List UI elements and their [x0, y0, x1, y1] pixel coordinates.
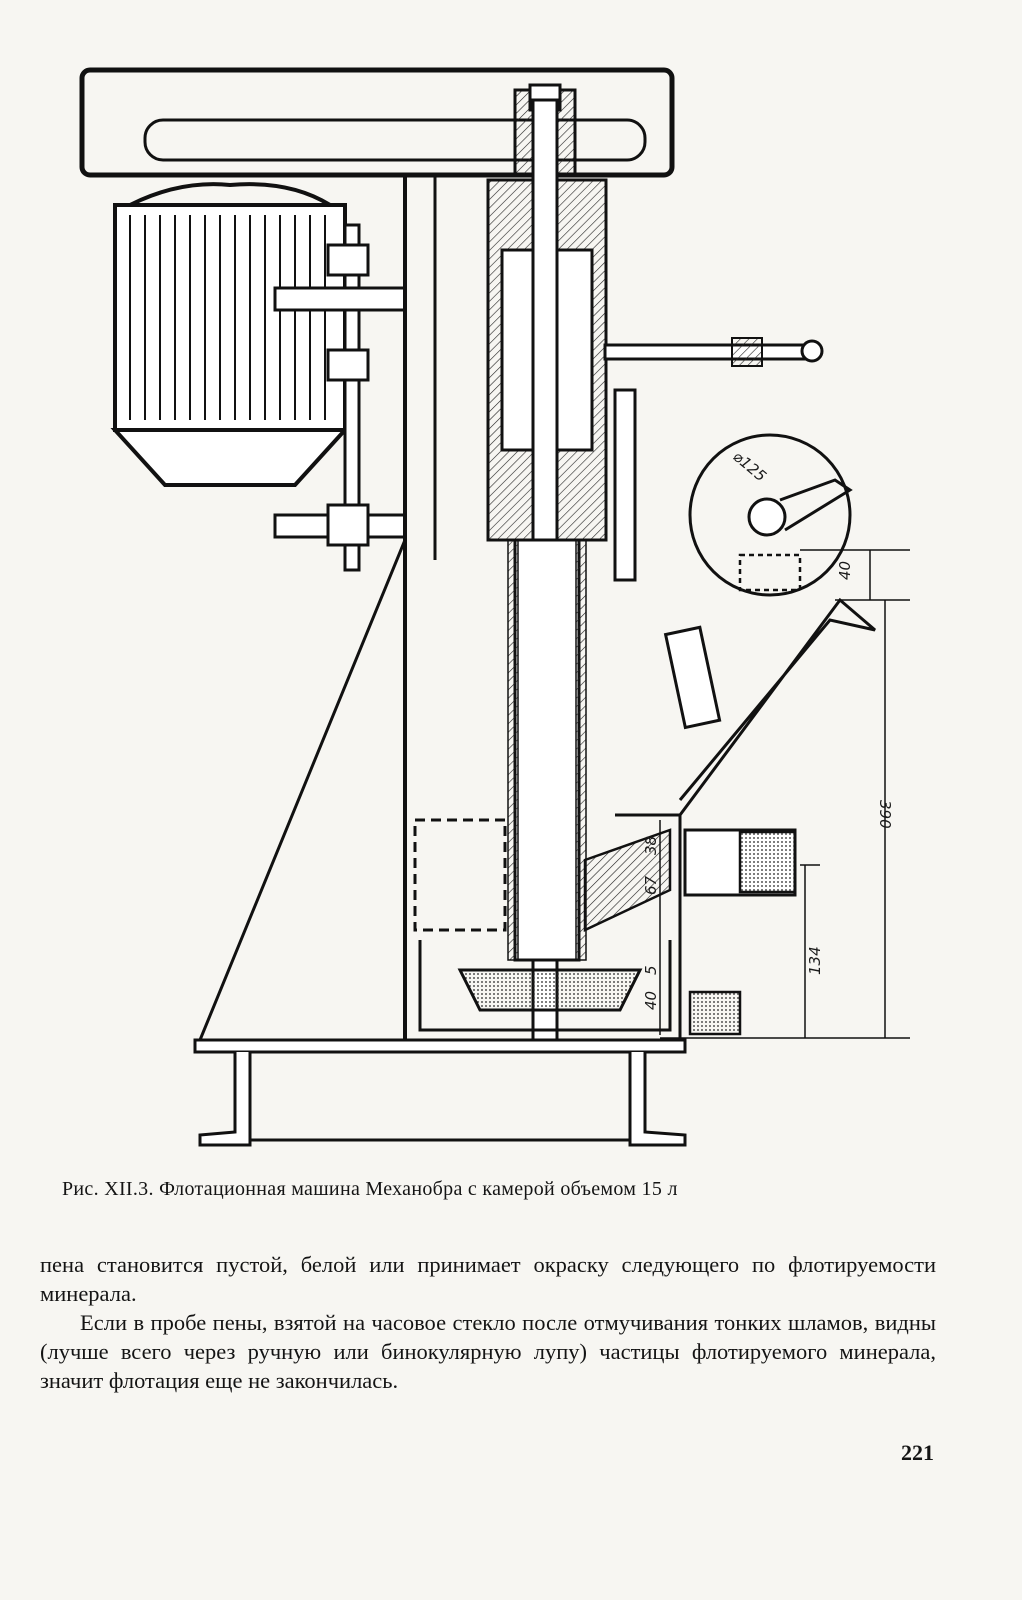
flotation-machine-schematic: ⌀125 40 38 67 5 40 134 390	[79, 67, 910, 1147]
right-channel-leg	[628, 1052, 687, 1147]
level-plate	[663, 625, 722, 730]
dim-40-bottom: 40	[642, 991, 660, 1010]
froth-paddle-disk	[688, 433, 852, 597]
central-pipe	[513, 538, 581, 962]
machine-drawing: ⌀125 40 38 67 5 40 134 390	[60, 60, 960, 1170]
belt-guard	[79, 67, 675, 178]
drive-belt	[143, 118, 647, 162]
stator-vane	[583, 828, 672, 932]
motor-end-cover	[110, 428, 350, 487]
impeller	[457, 968, 643, 1012]
dim-5: 5	[642, 965, 660, 975]
feed-nozzle	[738, 830, 797, 894]
dim-390: 390	[876, 800, 894, 829]
page-number: 221	[901, 1440, 934, 1465]
base-plate	[193, 1038, 687, 1054]
air-valve-rod	[603, 343, 807, 361]
electric-motor	[113, 203, 347, 432]
dim-40-top: 40	[836, 561, 854, 580]
dim-134: 134	[806, 946, 824, 975]
tailings-outlet	[688, 990, 742, 1036]
flotation-cell	[198, 539, 682, 1042]
left-channel-leg	[198, 1052, 252, 1147]
froth-lip	[678, 597, 876, 816]
figure-caption: Рис. XII.3. Флотационная машина Механобр…	[62, 1178, 678, 1200]
paragraph-2: Если в пробе пены, взятой на часовое сте…	[40, 1310, 936, 1393]
dim-diameter-125: ⌀125	[729, 447, 769, 485]
paragraph-1: пена становится пустой, белой или приним…	[40, 1252, 936, 1306]
dim-38: 38	[642, 836, 660, 855]
body-text: пена становится пустой, белой или приним…	[40, 1250, 936, 1395]
dim-67: 67	[642, 875, 660, 895]
